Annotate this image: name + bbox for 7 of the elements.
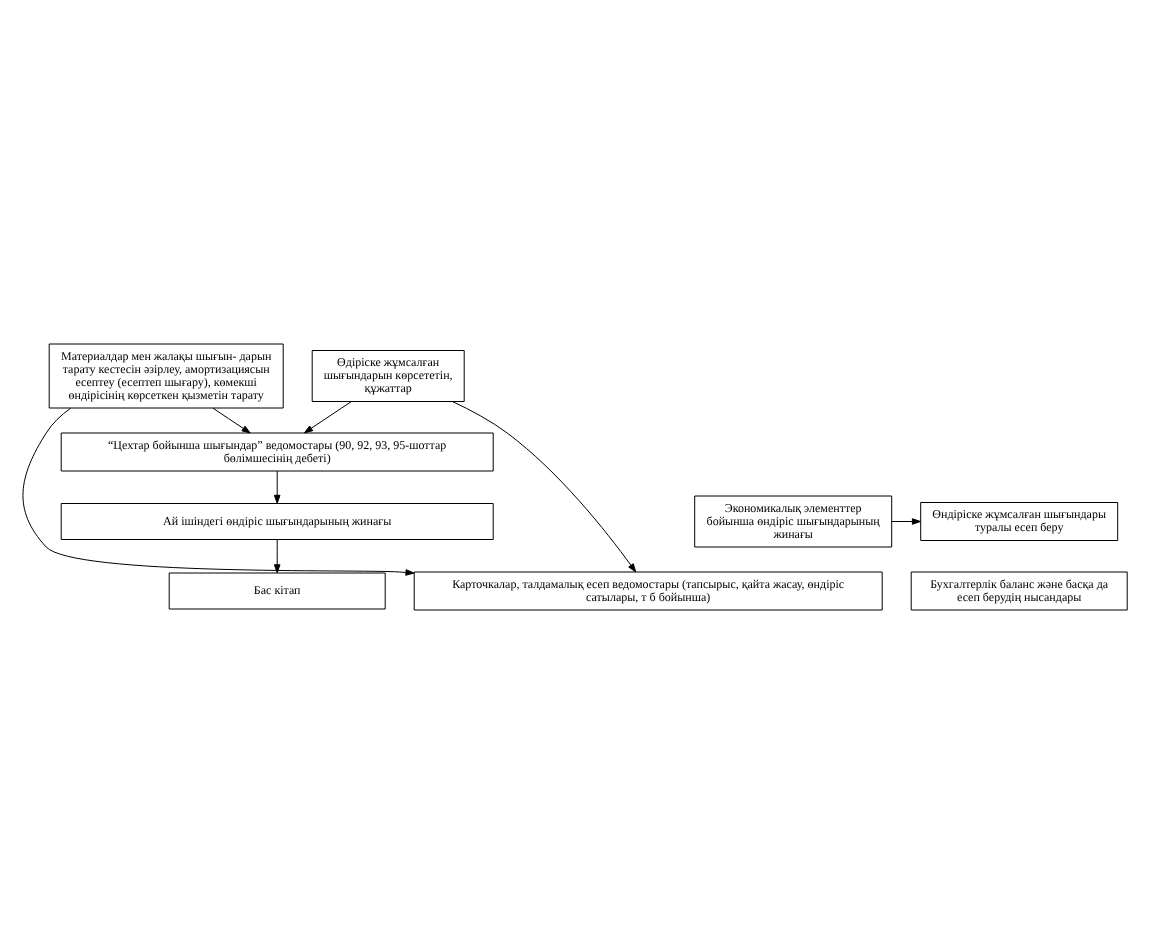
arrow [22, 406, 415, 575]
arrow [891, 517, 921, 524]
arrow [273, 538, 281, 573]
arrow [273, 469, 281, 503]
arrow [304, 400, 352, 433]
arrow [452, 400, 637, 572]
arrow [212, 406, 251, 433]
